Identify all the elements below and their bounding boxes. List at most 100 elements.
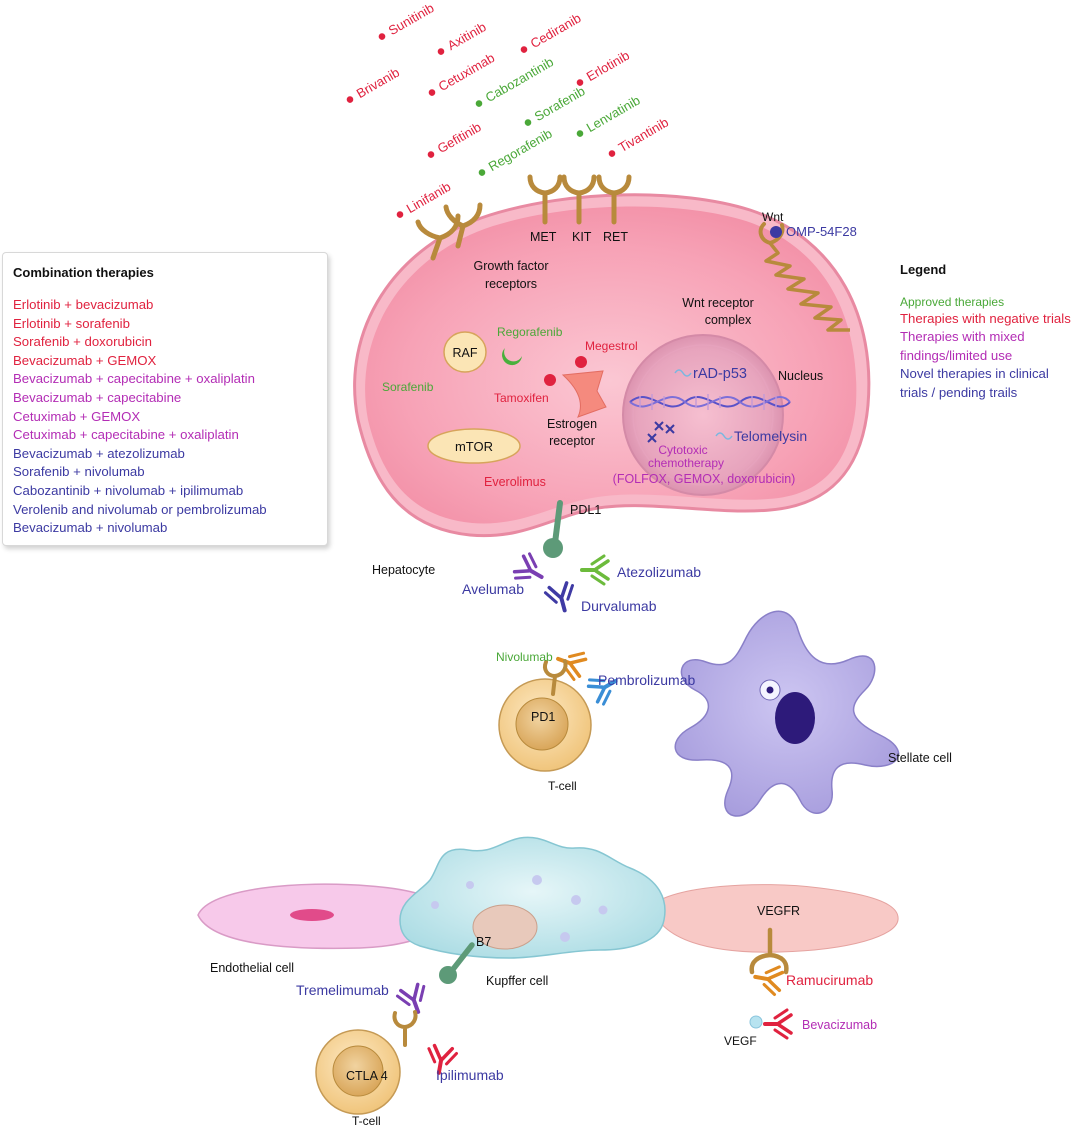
legend-item-novel: Novel therapies in clinical trials / pen… [900,366,1049,400]
pembrolizumab-antibody-icon [586,678,618,706]
ipilimumab-antibody-icon [427,1043,458,1075]
combination-therapy-item: Sorafenib + nivolumab [13,464,145,480]
vegf-dot-icon [749,1015,763,1029]
telomelysin-label: Telomelysin [734,428,807,444]
top-drug-dot-icon [427,151,435,158]
top-drug-label: Brivanib [354,65,402,101]
raf-node [443,331,487,373]
top-drug-regorafenib: Regorafenib [478,126,555,176]
sorafenib-label: Sorafenib [382,380,434,394]
tremelimumab-label: Tremelimumab [296,982,389,998]
top-drug-label: Axitinib [445,19,489,53]
ramucirumab-label: Ramucirumab [786,972,873,988]
pdl1-receptor-icon [543,500,563,558]
omp-54f28-dot-icon [770,226,782,238]
telomelysin-wave-icon [715,432,733,440]
kupffer-cell-label: Kupffer cell [486,974,548,988]
mtor-node [427,428,521,464]
raf-label: RAF [453,346,478,360]
ctla4-label: CTLA 4 [346,1069,388,1083]
combination-therapy-item: Bevacizumab + capecitabine [13,389,182,405]
combination-therapy-item: Cetuximab + capecitabine + oxaliplatin [13,427,239,443]
growth-factor-receptor-icons [415,202,483,261]
ipilimumab-label: Ipilimumab [436,1067,504,1083]
met-kit-ret-receptor-icons [527,174,632,225]
regorafenib-label: Regorafenib [497,325,563,339]
top-drug-dot-icon [576,79,584,86]
tcell-ctla4-label: T-cell [352,1114,381,1125]
rad-p53-wave-icon [674,369,692,377]
everolimus-label: Everolimus [484,475,546,489]
top-drug-tivantinib: Tivantinib [608,115,671,157]
legend-title: Legend [900,262,947,277]
top-drug-erlotinib: Erlotinib [576,48,632,86]
durvalumab-antibody-icon [543,581,574,613]
top-drug-dot-icon [437,48,445,55]
combination-therapies-title: Combination therapies [13,265,154,280]
avelumab-antibody-icon [512,552,544,580]
legend-item-mixed: Therapies with mixed findings/limited us… [900,329,1025,363]
top-drug-dot-icon [378,33,386,40]
top-drug-sunitinib: Sunitinib [378,0,437,40]
top-drug-label: Tivantinib [616,115,671,156]
omp-54f28-label: OMP-54F28 [786,224,857,239]
top-drug-dot-icon [428,89,436,96]
kit-label: KIT [572,230,592,244]
kupffer-nucleus [472,904,538,950]
endothelial-nucleus [290,909,334,921]
stellate-vacuole-core [766,686,774,694]
vegfr-label: VEGFR [757,904,800,918]
combination-therapy-item: Bevacizumab + GEMOX [13,352,157,368]
top-drug-axitinib: Axitinib [437,19,489,55]
legend-item-negative: Therapies with negative trials [900,311,1071,326]
cross-marks-icon [647,421,675,443]
stellate-nucleus [775,692,815,744]
bevacizumab-antibody-icon [763,1008,793,1040]
top-drug-dot-icon [608,150,616,157]
combination-therapy-item: Bevacizumab + capecitabine + oxaliplatin [13,371,255,387]
megestrol-dot-icon [575,356,587,368]
top-drug-label: Sunitinib [386,0,437,38]
combination-therapy-item: Sorafenib + doxorubicin [13,334,152,350]
ramucirumab-antibody-icon [753,965,785,996]
vegfr-cell-body [651,884,899,953]
top-drug-label: Regorafenib [486,126,555,174]
nivolumab-label: Nivolumab [496,650,553,664]
vegfr-receptor-icon [749,927,789,975]
combination-therapy-item: Erlotinib + bevacizumab [13,297,154,312]
hepatocyte [353,174,871,558]
top-drug-sorafenib: Sorafenib [524,83,587,126]
b7-receptor-icon [439,942,475,984]
kupffer-cell [399,836,666,984]
regorafenib-crescent-icon [502,348,522,366]
tcell-pd1-nucleus [515,697,569,751]
stellate-cell-label: Stellate cell [888,751,952,765]
pdl1-label: PDL1 [570,503,601,517]
top-drug-label: Erlotinib [584,48,632,84]
tamoxifen-dot-icon [544,374,556,386]
b7-label: B7 [476,935,491,949]
rad-p53-label: rAD-p53 [693,366,747,382]
top-drug-label: Lenvatinib [584,92,643,135]
hepatocyte-label: Hepatocyte [372,563,435,577]
top-drug-brivanib: Brivanib [346,65,402,103]
top-drug-linifanib: Linifanib [396,179,453,218]
top-drug-dot-icon [346,96,354,103]
top-drug-label: Cetuximab [436,50,497,94]
mtor-label: mTOR [455,439,493,454]
top-drug-dot-icon [576,130,584,137]
vegf-label: VEGF [724,1034,757,1048]
tcell-ctla4-nucleus [332,1045,384,1097]
top-drug-dot-icon [524,119,532,126]
combination-therapy-item: Bevacizumab + nivolumab [13,520,168,536]
durvalumab-label: Durvalumab [581,598,657,614]
tcell-pd1 [498,659,592,772]
megestrol-label: Megestrol [585,339,638,353]
ctla4-receptor-icon [392,1010,418,1047]
legend-item-approved: Approved therapies [900,295,1005,309]
